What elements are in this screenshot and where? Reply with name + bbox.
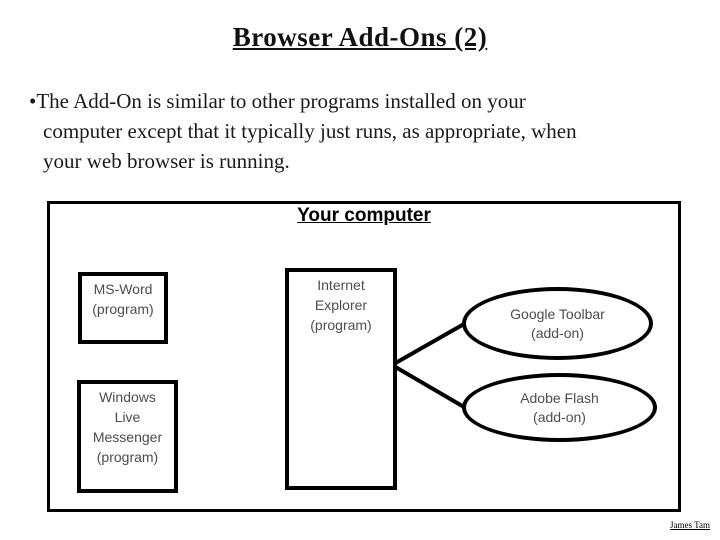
addon-ellipse-google-toolbar: Google Toolbar (add-on) [462, 287, 653, 360]
program-box-ms-word: MS-Word (program) [78, 272, 168, 344]
footer-author-credit: James Tam [670, 520, 710, 530]
program-box-internet-explorer: Internet Explorer (program) [285, 268, 397, 490]
addon-ellipse-adobe-flash: Adobe Flash (add-on) [462, 373, 657, 442]
your-computer-label: Your computer [297, 205, 431, 226]
your-computer-container: Your computer MS-Word (program) Windows … [47, 201, 681, 512]
program-box-windows-live-messenger: Windows Live Messenger (program) [77, 380, 178, 493]
slide-title: Browser Add-Ons (2) [232, 22, 488, 52]
bullet-paragraph: •The Add-On is similar to other programs… [0, 86, 691, 176]
bullet-marker: • [29, 89, 37, 113]
bullet-text: The Add-On is similar to other programs … [36, 89, 577, 173]
